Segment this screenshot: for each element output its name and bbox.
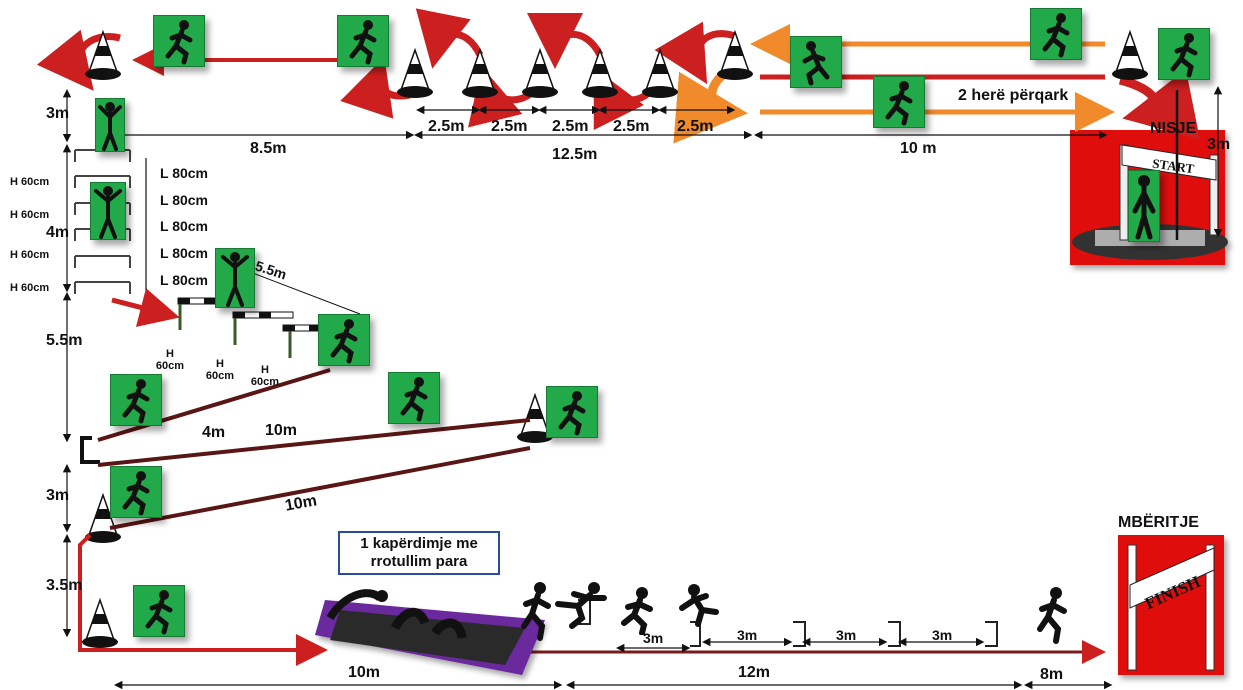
- laps-label: 2 herë përqark: [958, 87, 1069, 104]
- dim-3m: 3m: [737, 627, 758, 643]
- hurdle-height: H 60cm: [155, 348, 185, 372]
- dim-12m-bottom: 12m: [738, 664, 771, 681]
- finish-area: [1118, 535, 1224, 675]
- runner-silhouette-finish: [1032, 585, 1068, 645]
- hurdle-icon: [74, 149, 131, 294]
- diag-run-1: [97, 368, 331, 442]
- roll-figure: [320, 578, 470, 648]
- runner-icon: [337, 15, 389, 67]
- red-arrow-hurdles: [111, 288, 180, 327]
- runner-icon: [110, 374, 162, 426]
- dim-3m-left-mid: 3m: [46, 487, 70, 504]
- runner-icon: [95, 98, 125, 152]
- dim-8m-bottom: 8m: [1040, 666, 1064, 683]
- red-route-left: [78, 533, 95, 652]
- dim-3m-right: 3m: [1207, 136, 1231, 153]
- mat-icon: [315, 600, 545, 675]
- dim-10m-mid: 10m: [265, 422, 298, 439]
- dim-5-5m-left: 5.5m: [46, 332, 83, 349]
- dim-8-5m: 8.5m: [250, 140, 287, 157]
- dim-4m-left: 4m: [46, 224, 70, 241]
- dim-3m-left-top: 3m: [46, 105, 70, 122]
- hurdle-height: H 60cm: [10, 282, 50, 294]
- dim-2-5m: 2.5m: [491, 118, 528, 135]
- hurdler-silhouette-1: [552, 580, 612, 630]
- hurdle-height: H 60cm: [205, 358, 235, 382]
- runner-icon: [1128, 170, 1160, 242]
- runner-icon: [318, 314, 370, 366]
- start-banner: START: [1151, 156, 1195, 177]
- runner-icon: [1030, 8, 1082, 60]
- dim-3m: 3m: [836, 627, 857, 643]
- roll-instruction: 1 kapërdimje me rrotullim para: [338, 531, 500, 575]
- hurdle-length: L 80cm: [160, 218, 208, 234]
- dim-2-5m: 2.5m: [428, 118, 465, 135]
- dim-3-5m-left: 3.5m: [46, 577, 83, 594]
- hurdle-length: L 80cm: [160, 245, 208, 261]
- hurdle-height: H 60cm: [10, 249, 50, 261]
- dimension-lines: [62, 86, 1223, 690]
- hurdle-height: H 60cm: [10, 209, 50, 221]
- curved-arrow-icon: [1118, 69, 1201, 140]
- runner-icon: [388, 372, 440, 424]
- runner-icon: [153, 15, 205, 67]
- runner-icon: [133, 585, 185, 637]
- hurdle-height: H 60cm: [10, 176, 50, 188]
- diag-run-2: [97, 418, 531, 467]
- diag-run-3: [109, 446, 531, 530]
- runner-icon: [215, 248, 255, 308]
- dim-2-5m: 2.5m: [677, 118, 714, 135]
- hurdle-length: L 80cm: [160, 272, 208, 288]
- dim-10m-bottom: 10m: [348, 664, 381, 681]
- hurdle-length: L 80cm: [160, 192, 208, 208]
- dim-4m-mid: 4m: [202, 424, 226, 441]
- dim-12-5m: 12.5m: [552, 146, 598, 163]
- hurdle-height: H 60cm: [250, 364, 280, 388]
- dim-10m-top: 10 m: [900, 140, 937, 157]
- start-label: NISJE: [1150, 120, 1197, 137]
- hurdler-silhouette-3: [672, 582, 722, 630]
- runner-icon: [873, 76, 925, 128]
- dim-2-5m: 2.5m: [613, 118, 650, 135]
- runner-silhouette: [518, 580, 554, 642]
- dim-3m: 3m: [643, 630, 664, 646]
- runner-icon: [790, 36, 842, 88]
- runner-icon: [1158, 28, 1210, 80]
- hurdle-icon: [177, 297, 344, 358]
- dim-5-5m: [249, 271, 361, 315]
- hurdle-length: L 80cm: [160, 165, 208, 181]
- runner-icon: [546, 386, 598, 438]
- runner-icon: [90, 182, 126, 240]
- runner-icon: [110, 466, 162, 518]
- dim-3m: 3m: [932, 627, 953, 643]
- turn-marker: [80, 436, 100, 464]
- finish-label: MBËRITJE: [1118, 514, 1199, 531]
- dim-2-5m: 2.5m: [552, 118, 589, 135]
- hurdler-silhouette-2: [612, 585, 662, 635]
